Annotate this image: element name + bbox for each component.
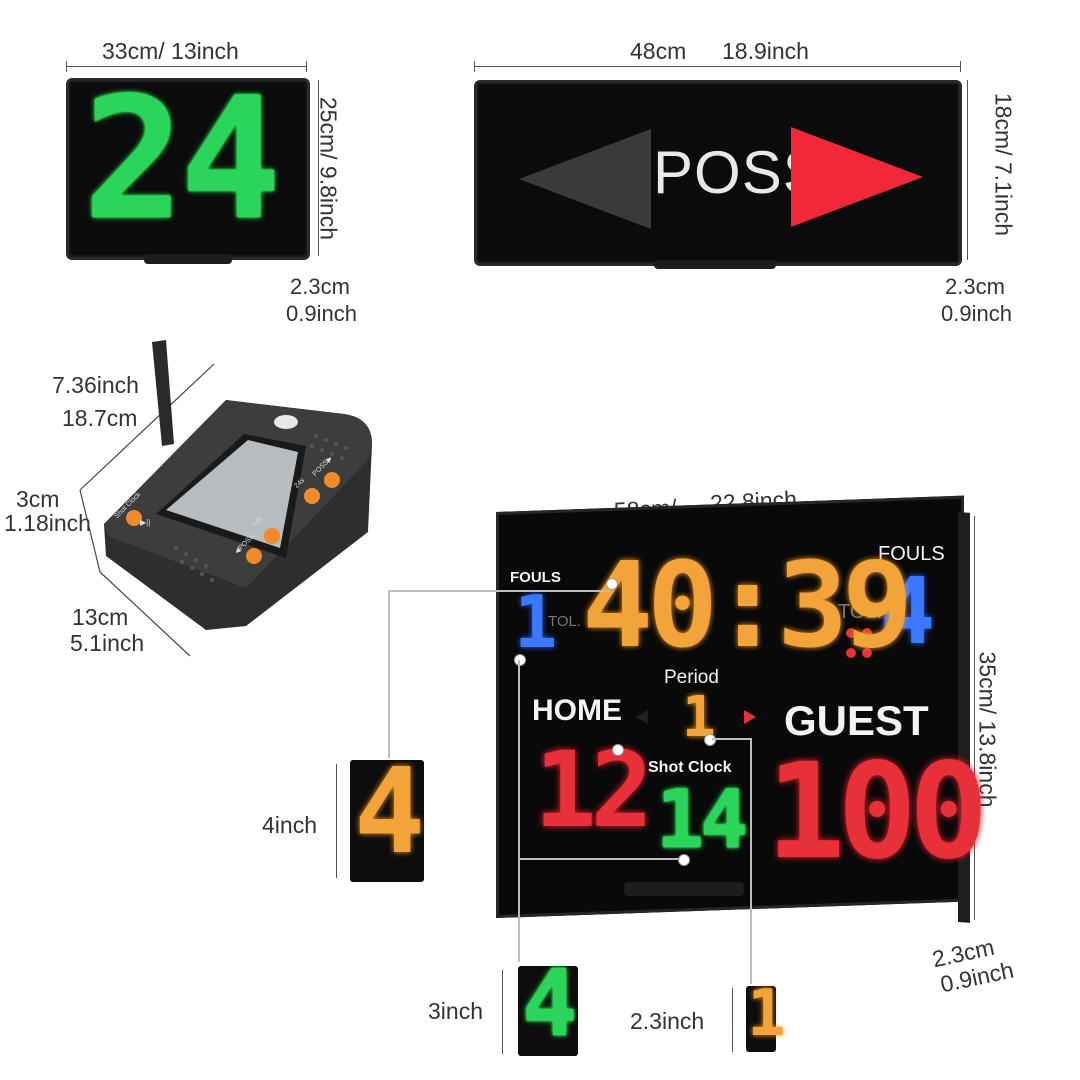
home-fouls-value: 1 [514, 580, 558, 664]
shot-clock-width-label: 33cm/ 13inch [102, 38, 239, 64]
poss-width-line [474, 66, 960, 67]
home-label: HOME [532, 694, 622, 727]
shot-clock-label: Shot Clock [648, 759, 732, 776]
panel-stand [654, 260, 776, 269]
controller-length-in: 7.36inch [52, 372, 139, 398]
sample-4inch-digit-box: 4 [350, 752, 425, 882]
controller-btn-play-label: ▶|| [140, 518, 151, 527]
shot-clock-depth-in: 0.9inch [286, 301, 357, 326]
sample-2-3inch-label: 2.3inch [630, 1008, 705, 1034]
controller-thickness-cm: 3cm [16, 486, 60, 512]
sample-3inch-digit: 4 [522, 950, 578, 1057]
scoreboard-height-line [974, 516, 975, 920]
period-label: Period [664, 667, 719, 688]
home-tol-label: TOL. [548, 613, 582, 630]
guest-tol-label: TOL. [838, 601, 883, 623]
guest-fouls-label: FOULS [878, 543, 945, 565]
controller-thickness-in: 1.18inch [4, 510, 91, 536]
shot-clock-height-label: 25cm/ 9.8inch [315, 96, 342, 241]
period-left-arrow-icon [636, 710, 648, 724]
guest-timeout-dots [846, 628, 876, 662]
tick [960, 61, 961, 72]
sample-2-3inch-digit: 1 [747, 977, 786, 1051]
poss-width-in: 18.9inch [722, 38, 809, 64]
possession-display-panel: POSS [474, 80, 962, 266]
callout-dot-fouls [514, 654, 526, 666]
controller-width-in: 5.1inch [70, 630, 145, 656]
sample-3inch-digit-box: 4 [518, 958, 578, 1056]
sample-2-3inch-digit-box: 1 [746, 982, 786, 1052]
shot-clock-depth-cm: 2.3cm [290, 274, 350, 299]
controller-dimension-lines [79, 363, 215, 657]
scoreboard-stand [624, 882, 744, 896]
poss-height-line [967, 80, 968, 260]
poss-left-arrow-icon [519, 129, 651, 229]
home-fouls-label: FOULS [510, 569, 561, 586]
callout-dot-period [704, 734, 716, 746]
controller-device [104, 340, 372, 630]
shot-clock-digits: 24 [83, 61, 281, 257]
callout-dot-shot-clock [678, 854, 690, 866]
poss-right-arrow-icon [791, 127, 923, 227]
tick [66, 61, 67, 72]
poss-depth-cm: 2.3cm [945, 274, 1005, 299]
sample-4inch-label: 4inch [262, 812, 317, 838]
period-right-arrow-icon [744, 710, 756, 724]
poss-depth-in: 0.9inch [941, 301, 1012, 326]
sample-3inch-label: 3inch [428, 998, 483, 1024]
shot-clock-display-panel: 24 [66, 61, 310, 260]
guest-fouls-value: 4 [880, 558, 936, 665]
shot-clock-width-line [66, 66, 306, 67]
sample-4inch-line [336, 764, 337, 878]
home-score: 12 [534, 729, 653, 851]
callout-dot-clock [606, 578, 618, 590]
shot-clock-value: 14 [656, 773, 748, 866]
guest-label: GUEST [784, 697, 929, 744]
sample-4inch-digit: 4 [354, 742, 426, 880]
poss-height-label: 18cm/ 7.1inch [990, 92, 1017, 237]
shot-clock-height-line [318, 80, 319, 256]
sample-3inch-line [502, 970, 503, 1054]
sample-2-3inch-line [732, 988, 733, 1052]
tick [306, 61, 307, 72]
tick [474, 61, 475, 72]
guest-score: 100 [766, 735, 988, 889]
panel-stand [144, 254, 232, 264]
game-clock: 40:39 [582, 536, 913, 674]
controller-length-cm: 18.7cm [62, 405, 138, 431]
controller-width-cm: 13cm [72, 604, 129, 630]
poss-width-cm: 48cm [630, 38, 687, 64]
callout-dot-score [612, 744, 624, 756]
